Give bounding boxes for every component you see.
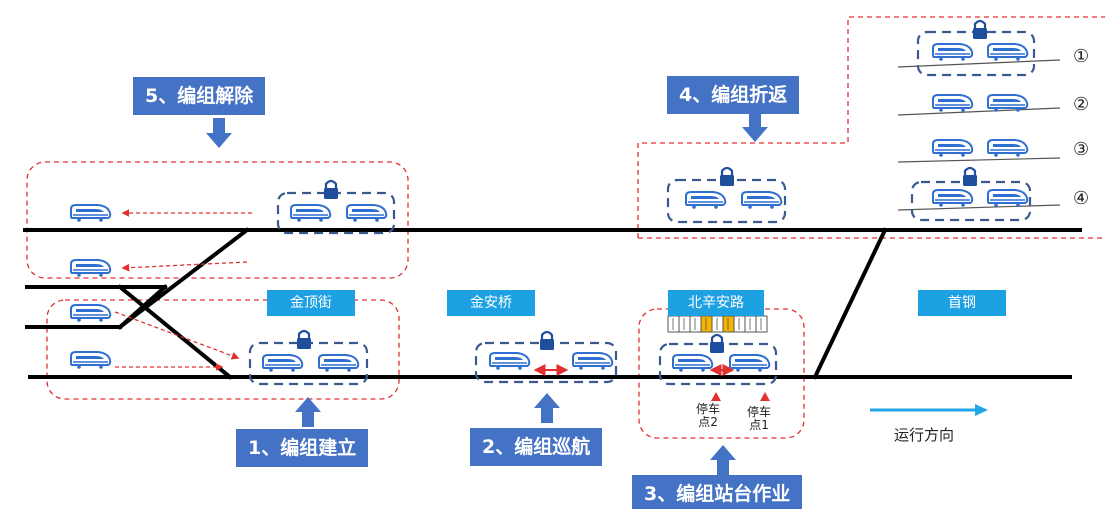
train-icon: [70, 351, 112, 370]
down-arrow-icon: [742, 112, 768, 142]
train-icon: [987, 139, 1029, 158]
train-icon: [572, 352, 614, 371]
station-label: 北辛安路: [668, 290, 764, 316]
stop-markers: [711, 392, 770, 401]
tracks: [23, 227, 1082, 380]
stop-marker-icon: [711, 392, 721, 401]
down-arrow-icon: [206, 118, 232, 148]
lock-icon: [718, 166, 736, 188]
train-icon: [346, 204, 388, 223]
stage-label-turnback: 4、编组折返: [667, 76, 800, 114]
up-arrow-icon: [534, 393, 560, 423]
decouple-region: [26, 161, 409, 279]
train-icon: [672, 354, 714, 373]
lock-icon: [961, 166, 979, 188]
train-icon: [741, 191, 783, 210]
train-icon: [489, 352, 531, 371]
up-arrow-icon: [295, 397, 321, 427]
turnback-lines: [897, 59, 1061, 211]
train-icon: [729, 354, 771, 373]
stop-point-label: 停车 点1: [747, 405, 772, 432]
stop-marker-icon: [760, 392, 770, 401]
turnback-number: ④: [1073, 188, 1090, 209]
train-icon: [987, 189, 1029, 208]
train-icon: [932, 189, 974, 208]
station-label: 首钢: [918, 290, 1006, 316]
direction-label: 运行方向: [894, 426, 955, 444]
lock-icons: [295, 19, 989, 355]
train-icon: [290, 204, 332, 223]
train-icon: [932, 43, 974, 62]
lock-icon: [538, 330, 556, 352]
train-icon: [932, 94, 974, 113]
train-icon: [987, 43, 1029, 62]
train-icon: [262, 354, 304, 373]
lock-icon: [708, 333, 726, 355]
turnback-number: ②: [1073, 94, 1090, 115]
train-icon: [932, 139, 974, 158]
train-icon: [685, 191, 727, 210]
station-label: 金安桥: [447, 290, 535, 316]
turnback-number: ①: [1073, 46, 1090, 67]
stop-point-label: 停车 点2: [696, 402, 721, 429]
lock-icon: [295, 329, 313, 351]
train-icon: [70, 204, 112, 223]
stage-label-cruise: 2、编组巡航: [470, 428, 603, 466]
turnback-region: [637, 16, 1105, 239]
train-icon: [318, 354, 360, 373]
station-label: 金顶街: [267, 290, 355, 316]
train-icon: [70, 259, 112, 278]
movement-arrows: [114, 209, 252, 371]
stage-label-platform: 3、编组站台作业: [632, 475, 803, 509]
stage-label-decouple: 5、编组解除: [133, 77, 266, 115]
turnback-number: ③: [1073, 139, 1090, 160]
stage-label-coupling: 1、编组建立: [236, 429, 369, 467]
platform-doors: [667, 315, 768, 333]
coupling-region: [46, 299, 400, 400]
lock-icon: [322, 179, 340, 201]
train-icon: [70, 304, 112, 323]
up-arrow-icon: [710, 445, 736, 475]
direction-arrow: [870, 404, 988, 416]
lock-icon: [971, 19, 989, 41]
